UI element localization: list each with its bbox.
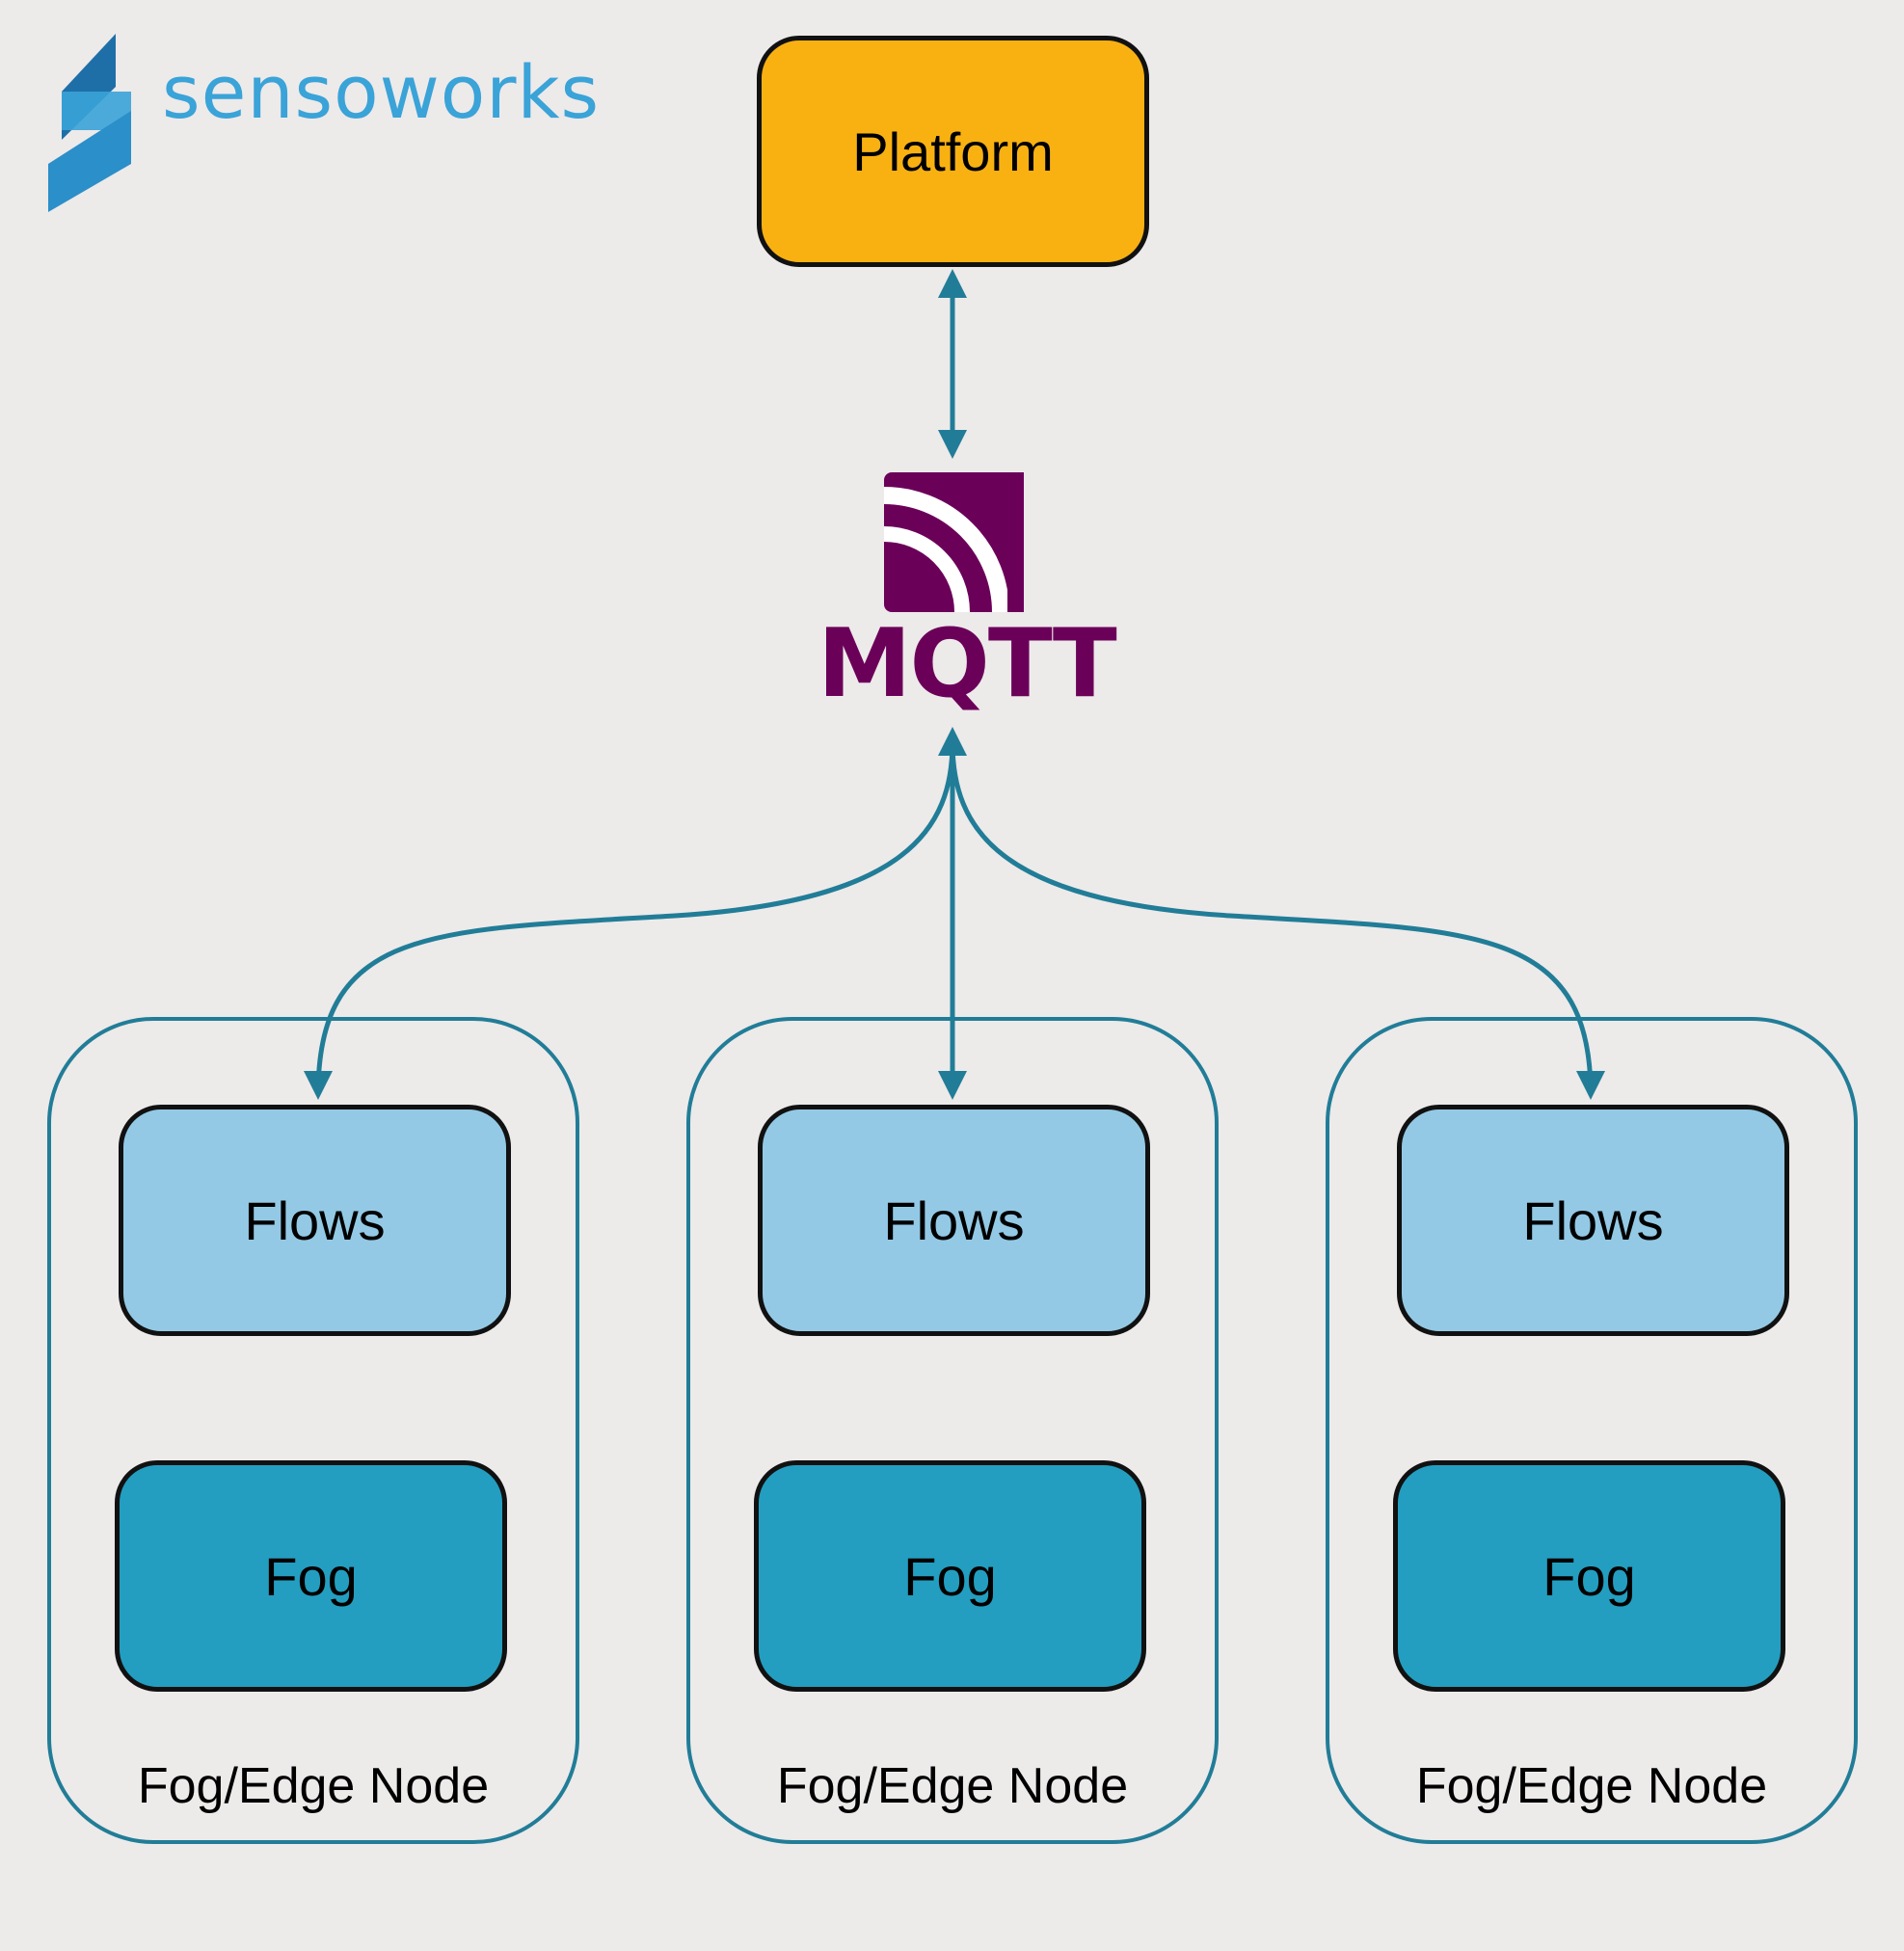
fog-edge-node-2: Flows Fog Fog/Edge Node — [686, 1017, 1219, 1844]
fog-box: Fog — [115, 1460, 507, 1692]
fog-label: Fog — [903, 1545, 997, 1607]
flows-box: Flows — [119, 1105, 511, 1336]
platform-label: Platform — [852, 120, 1054, 182]
sensoworks-logo-text: sensoworks — [162, 49, 601, 135]
fog-edge-node-1: Flows Fog Fog/Edge Node — [47, 1017, 579, 1844]
sensoworks-logo-icon — [48, 34, 131, 212]
node-label: Fog/Edge Node — [137, 1758, 490, 1814]
mqtt-node-1-connector — [304, 741, 955, 1100]
fog-label: Fog — [1542, 1545, 1636, 1607]
fog-label: Fog — [264, 1545, 358, 1607]
node-label: Fog/Edge Node — [1415, 1758, 1768, 1814]
fog-box: Fog — [1393, 1460, 1785, 1692]
flows-box: Flows — [758, 1105, 1150, 1336]
flows-label: Flows — [244, 1189, 386, 1251]
fog-edge-node-3: Flows Fog Fog/Edge Node — [1326, 1017, 1858, 1844]
mqtt-wireless-icon — [884, 472, 1024, 612]
mqtt-label: MQTT — [818, 609, 1117, 719]
platform-box: Platform — [757, 36, 1149, 267]
mqtt-node-3-connector — [950, 741, 1605, 1100]
fog-box: Fog — [754, 1460, 1146, 1692]
flows-label: Flows — [1522, 1189, 1664, 1251]
flows-box: Flows — [1397, 1105, 1789, 1336]
node-label: Fog/Edge Node — [776, 1758, 1129, 1814]
flows-label: Flows — [883, 1189, 1025, 1251]
